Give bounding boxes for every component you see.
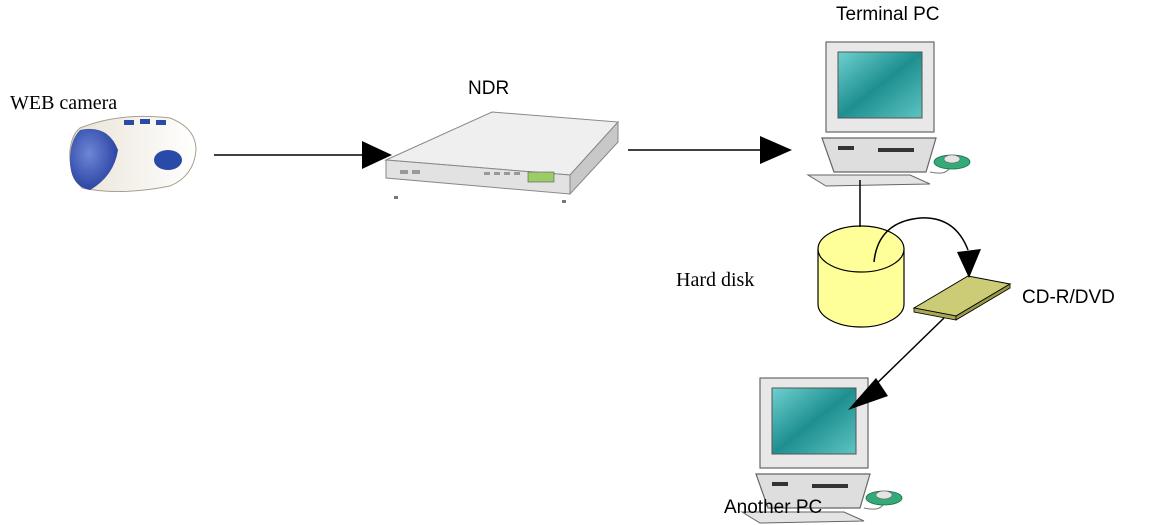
arrow-media-to-another-pc: [848, 317, 945, 410]
arrow-disk-to-media: [873, 217, 981, 278]
arrow-ndr-to-terminal: [628, 136, 792, 164]
cdr-dvd-label: CD-R/DVD: [1022, 287, 1115, 308]
hard-disk-label: Hard disk: [676, 269, 755, 291]
hard-disk-icon: [817, 225, 905, 328]
arrow-camera-to-ndr: [214, 141, 392, 169]
cd-dvd-media-icon: [912, 275, 1012, 321]
ndr-label: NDR: [468, 78, 510, 99]
terminal-pc-label: Terminal PC: [836, 4, 940, 25]
web-camera-label: WEB camera: [10, 92, 118, 114]
ndr-device-icon: [384, 111, 620, 203]
terminal-pc-icon: [806, 41, 971, 187]
web-camera-icon: [69, 115, 197, 193]
another-pc-label: Another PC: [724, 497, 823, 518]
another-pc-icon: [740, 377, 903, 524]
